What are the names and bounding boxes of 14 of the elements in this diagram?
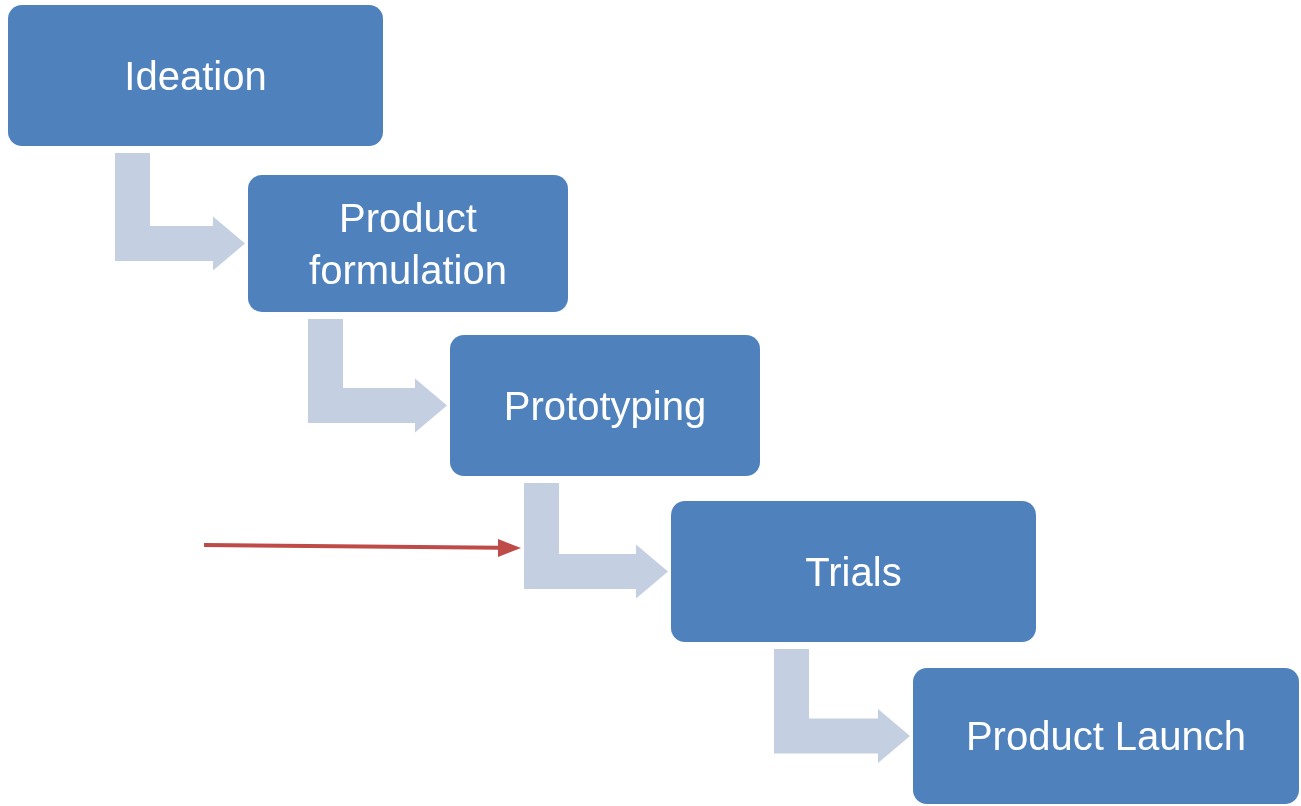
process-box <box>671 501 1036 642</box>
bent-arrow <box>308 319 447 433</box>
box-label: Ideation <box>124 52 267 100</box>
box-label: Prototyping <box>503 382 707 430</box>
box-label: Product Launch <box>965 713 1247 760</box>
box-label: Product formulation <box>308 194 508 294</box>
process-box <box>450 335 760 476</box>
box-label: Trials <box>805 548 902 596</box>
process-box <box>8 5 383 146</box>
bent-arrow <box>524 483 668 599</box>
bent-arrow <box>115 153 245 271</box>
process-box <box>913 668 1299 804</box>
bent-arrow <box>774 649 910 763</box>
process-box <box>248 175 568 312</box>
